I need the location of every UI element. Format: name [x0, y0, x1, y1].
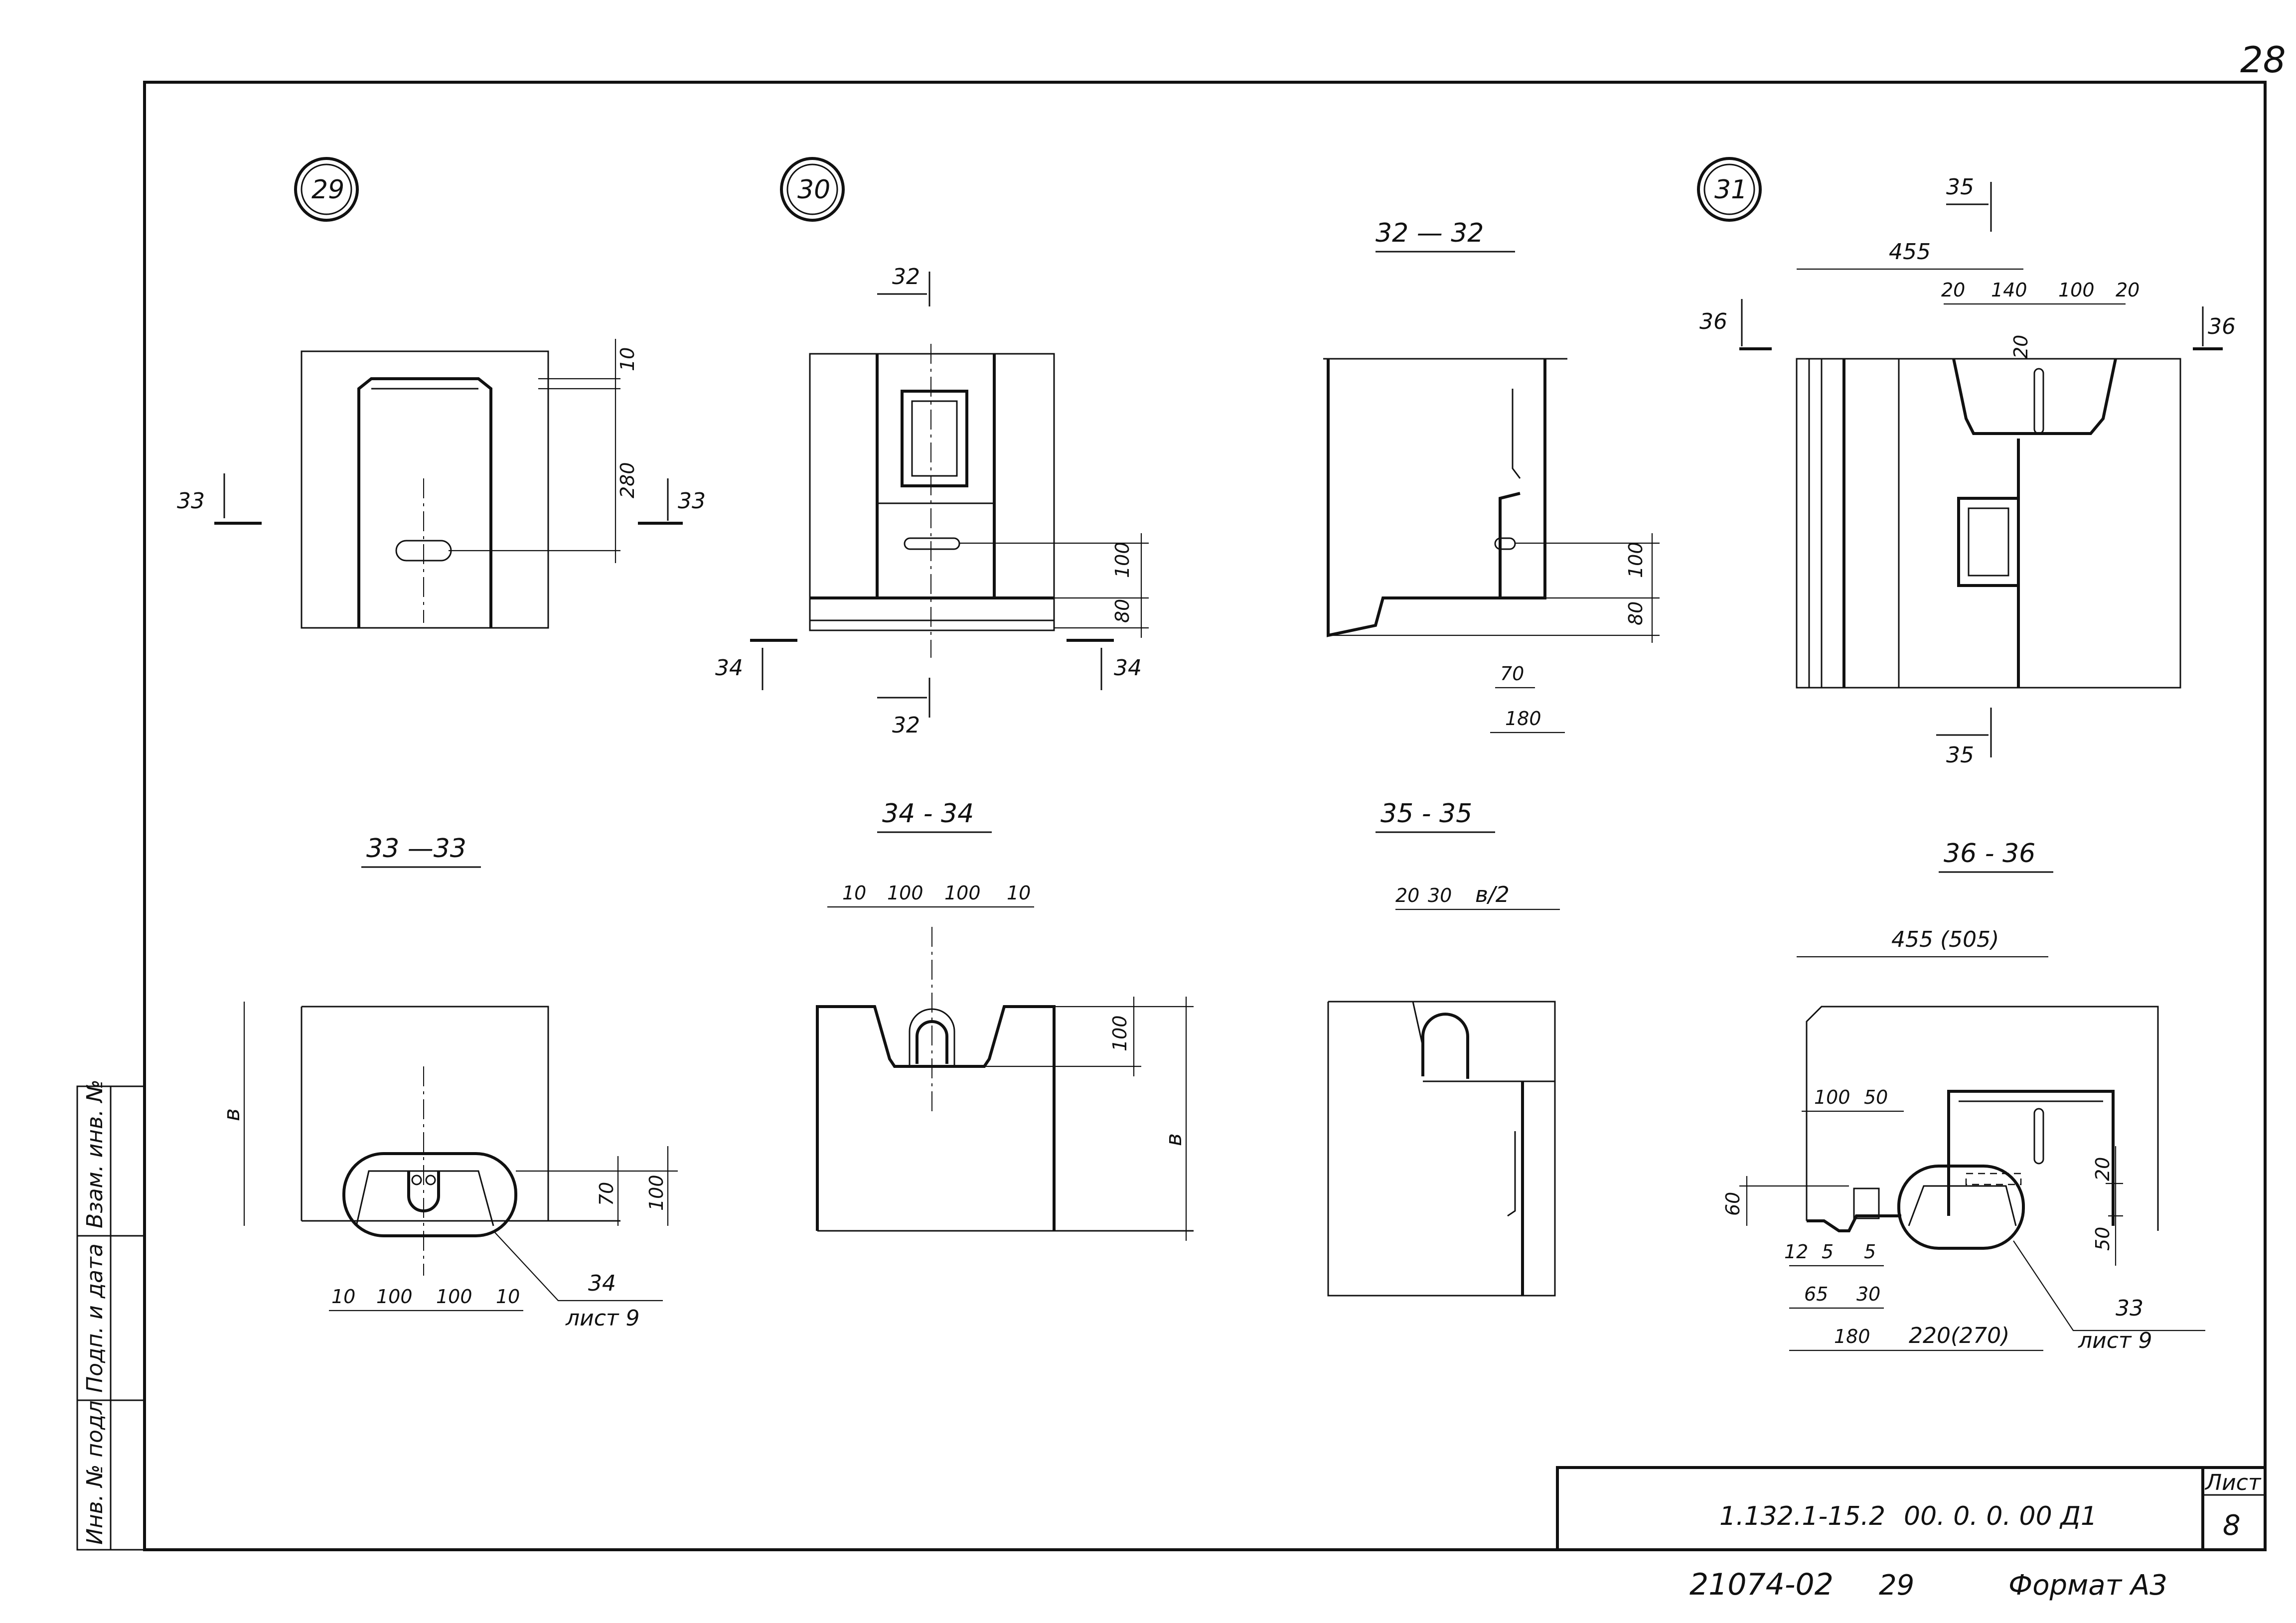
- title-34-34: 34 - 34: [882, 799, 974, 829]
- cut-36-right: 36: [2208, 314, 2236, 339]
- dim-33-100a: 100: [376, 1286, 413, 1308]
- page-number: 28: [2240, 39, 2286, 81]
- node-31: 31 455 20 140 100 20 20 35 35 36 36: [1697, 157, 2236, 768]
- dim-35-30: 30: [1428, 885, 1452, 906]
- dim-34-b: в: [1161, 1133, 1187, 1146]
- cut-33-right: 33: [678, 488, 706, 514]
- dim-32-70: 70: [1500, 663, 1524, 685]
- dim-36-50: 50: [1864, 1086, 1888, 1108]
- dim-31-140: 140: [1991, 279, 2027, 301]
- dim-30-80: 80: [1111, 599, 1133, 623]
- cut-34-left: 34: [715, 655, 743, 681]
- section-33: 33 —33 в 70 100 10 100 100 10 34 лист 9: [219, 834, 678, 1331]
- dim-36-30: 30: [1856, 1283, 1880, 1305]
- dim-36-12: 12: [1784, 1241, 1808, 1263]
- ref-36-33: 33: [2116, 1296, 2143, 1321]
- ref-33-34: 34: [588, 1271, 616, 1296]
- doc-code: 1.132.1-15.2: [1719, 1501, 1885, 1531]
- dim-36-5b: 5: [1864, 1241, 1876, 1263]
- cut-33-left: 33: [177, 488, 205, 514]
- dim-36-5a: 5: [1822, 1241, 1834, 1263]
- order-number: 21074-02: [1689, 1567, 1834, 1602]
- dim-34-100b: 100: [944, 882, 981, 904]
- dim-36-220: 220(270): [1909, 1323, 2009, 1348]
- dim-36-180: 180: [1834, 1326, 1870, 1347]
- stamp-vzam: Взам. инв. №: [82, 1079, 108, 1228]
- dim-31-455: 455: [1889, 239, 1931, 265]
- dim-33-100b: 100: [436, 1286, 472, 1308]
- callout-31: 31: [1714, 175, 1747, 205]
- cut-32-top: 32: [892, 264, 920, 290]
- cut-36-left: 36: [1699, 309, 1727, 334]
- dim-36-455: 455 (505): [1891, 927, 1999, 952]
- section-34: 34 - 34 10 100 100 10 100 в: [816, 799, 1194, 1241]
- title-35-35: 35 - 35: [1380, 799, 1472, 829]
- stamp-inv: Инв. № подл: [82, 1400, 108, 1545]
- sheet-number: 8: [2223, 1509, 2241, 1542]
- side-stamp: Взам. инв. № Подп. и дата Инв. № подл: [76, 1079, 146, 1551]
- dim-31-100: 100: [2058, 279, 2095, 301]
- cut-35-top: 35: [1946, 174, 1974, 200]
- dim-33-70: 70: [596, 1182, 617, 1206]
- callout-30: 30: [797, 175, 830, 205]
- dim-33-b: в: [219, 1108, 245, 1121]
- dim-29-10: 10: [616, 347, 638, 371]
- dim-30-100: 100: [1111, 542, 1133, 578]
- title-33-33: 33 —33: [366, 834, 466, 864]
- dim-32-100: 100: [1625, 542, 1647, 578]
- dim-31-20a: 20: [1941, 279, 1965, 301]
- node-30: 30 100 80 32 32 34 34: [715, 157, 1149, 738]
- title-36-36: 36 - 36: [1944, 839, 2035, 869]
- dim-36-60: 60: [1722, 1192, 1744, 1216]
- callout-29: 29: [311, 175, 344, 205]
- dim-31-20b: 20: [2116, 279, 2140, 301]
- format-label: Формат А3: [2008, 1569, 2167, 1602]
- dim-35-20: 20: [1395, 885, 1419, 906]
- dim-32-180: 180: [1505, 708, 1541, 730]
- dim-34-100a: 100: [887, 882, 923, 904]
- ref-36-sheet: лист 9: [2078, 1328, 2152, 1353]
- dim-34-10b: 10: [1007, 882, 1031, 904]
- doc-number: 00. 0. 0. 00 Д1: [1904, 1501, 2097, 1531]
- copy-number: 29: [1879, 1569, 1914, 1602]
- dim-36-20: 20: [2092, 1157, 2114, 1181]
- dim-33-100: 100: [645, 1175, 667, 1211]
- cut-34-right: 34: [1114, 655, 1142, 681]
- dim-31-20c: 20: [2010, 335, 2032, 359]
- dim-33-10b: 10: [496, 1286, 520, 1308]
- sheet-border: [143, 81, 2267, 1551]
- title-block: Лист 8 1.132.1-15.2 00. 0. 0. 00 Д1: [1556, 1466, 2267, 1551]
- dim-36-100: 100: [1814, 1086, 1850, 1108]
- title-32-32: 32 — 32: [1376, 218, 1484, 248]
- dim-34-100: 100: [1109, 1015, 1131, 1051]
- dim-36-50b: 50: [2092, 1227, 2114, 1251]
- section-32: 32 — 32 100 80 70 180: [1323, 218, 1660, 734]
- dim-29-280: 280: [616, 462, 638, 498]
- stamp-podp: Подп. и дата: [82, 1243, 108, 1393]
- cut-32-bottom: 32: [892, 713, 920, 738]
- section-35: 35 - 35 20 30 в/2: [1327, 799, 1560, 1297]
- cut-35-bottom: 35: [1946, 742, 1974, 768]
- dim-35-b2: в/2: [1475, 882, 1510, 907]
- section-36: 36 - 36 455 (505) 100 50 20 50 60 12 5 5…: [1722, 839, 2205, 1353]
- dim-36-65: 65: [1804, 1283, 1828, 1305]
- dim-32-80: 80: [1625, 601, 1647, 625]
- ref-33-sheet: лист 9: [565, 1306, 640, 1331]
- dim-34-10a: 10: [842, 882, 866, 904]
- sheet-label: Лист: [2204, 1470, 2262, 1495]
- node-29: 29 10 280 33 33: [177, 157, 706, 629]
- dim-33-10a: 10: [331, 1286, 355, 1308]
